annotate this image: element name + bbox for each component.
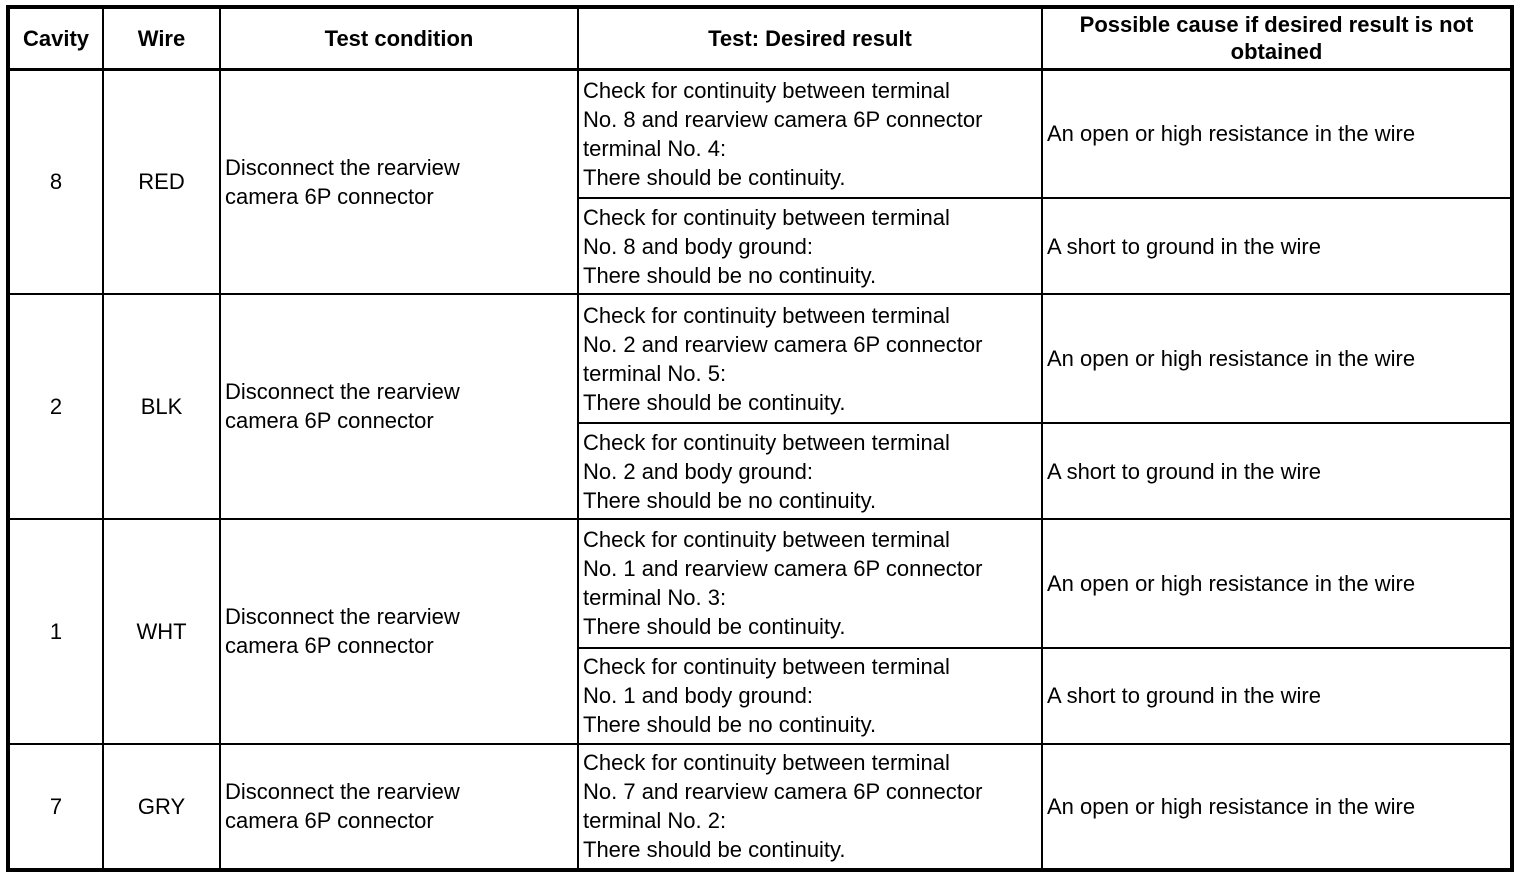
cavity-cell: 7 xyxy=(7,742,104,872)
test-result-cell: Check for continuity between terminal No… xyxy=(577,647,1043,745)
column-header-wire: Wire xyxy=(102,6,221,71)
cavity-cell: 1 xyxy=(7,517,104,745)
continuity-test-table: Cavity Wire Test condition Test: Desired… xyxy=(6,5,1514,872)
test-result-cell: Check for continuity between terminal No… xyxy=(577,292,1043,425)
possible-cause-cell: An open or high resistance in the wire xyxy=(1041,67,1513,200)
test-result-cell: Check for continuity between terminal No… xyxy=(577,422,1043,520)
possible-cause-cell: An open or high resistance in the wire xyxy=(1041,517,1513,650)
wire-cell: WHT xyxy=(102,517,221,745)
column-header-desired-result: Test: Desired result xyxy=(577,6,1043,71)
table-row: 1 WHT Disconnect the rearview camera 6P … xyxy=(7,517,1513,745)
test-result-cell: Check for continuity between terminal No… xyxy=(577,67,1043,200)
possible-cause-cell: A short to ground in the wire xyxy=(1041,647,1513,745)
table-row: Check for continuity between terminal No… xyxy=(8,197,1513,295)
table-row: 8 RED Disconnect the rearview camera 6P … xyxy=(7,67,1513,295)
table-row: 7 GRY Disconnect the rearview camera 6P … xyxy=(7,742,1513,872)
header-row: Cavity Wire Test condition Test: Desired… xyxy=(7,6,1513,71)
table-row: Check for continuity between terminal No… xyxy=(8,422,1513,520)
test-condition-cell: Disconnect the rearview camera 6P connec… xyxy=(219,68,579,295)
test-result-cell: Check for continuity between terminal No… xyxy=(577,742,1043,872)
test-condition-cell: Disconnect the rearview camera 6P connec… xyxy=(219,292,579,520)
possible-cause-cell: An open or high resistance in the wire xyxy=(1041,742,1513,872)
test-condition-cell: Disconnect the rearview camera 6P connec… xyxy=(219,742,579,872)
test-condition-cell: Disconnect the rearview camera 6P connec… xyxy=(219,517,579,745)
column-header-cavity: Cavity xyxy=(7,6,104,71)
wire-cell: RED xyxy=(102,68,221,295)
column-header-test-condition: Test condition xyxy=(219,6,579,71)
possible-cause-cell: An open or high resistance in the wire xyxy=(1041,292,1513,425)
test-result-cell: Check for continuity between terminal No… xyxy=(577,517,1043,650)
cavity-cell: 2 xyxy=(7,292,104,520)
wire-cell: BLK xyxy=(102,292,221,520)
test-result-cell: Check for continuity between terminal No… xyxy=(577,197,1043,295)
possible-cause-cell: A short to ground in the wire xyxy=(1041,197,1513,295)
table-row: 2 BLK Disconnect the rearview camera 6P … xyxy=(7,292,1513,520)
column-header-possible-cause: Possible cause if desired result is not … xyxy=(1041,6,1513,71)
wire-cell: GRY xyxy=(102,742,221,872)
cavity-cell: 8 xyxy=(7,68,104,295)
table-row: Check for continuity between terminal No… xyxy=(8,647,1513,745)
possible-cause-cell: A short to ground in the wire xyxy=(1041,422,1513,520)
